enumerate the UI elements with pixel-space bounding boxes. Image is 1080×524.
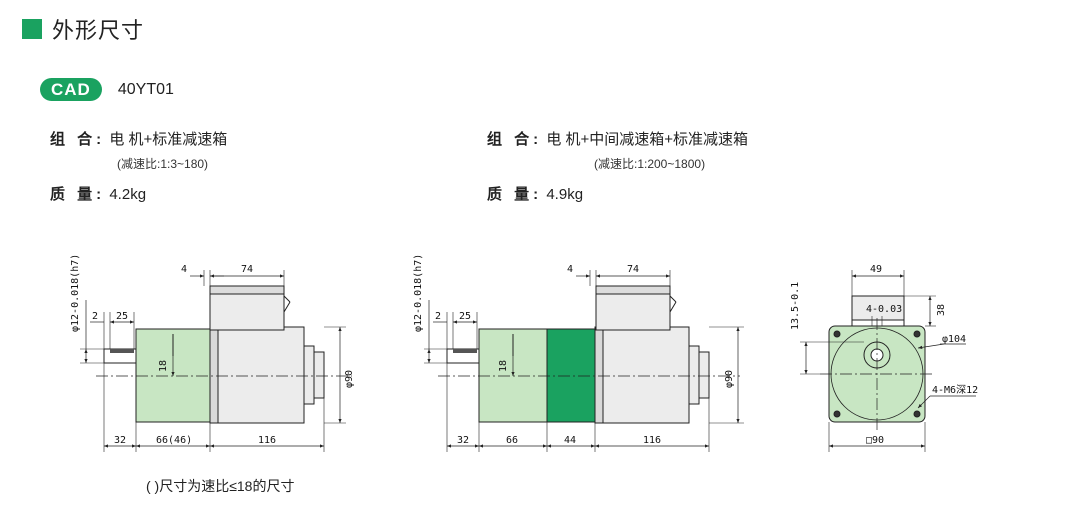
shaft-key	[453, 349, 477, 353]
terminal-box-top	[851, 295, 905, 321]
dim-2: 2	[92, 311, 98, 322]
dim-116: 116	[643, 435, 661, 446]
right-mass: 质 量: 4.9kg	[487, 183, 583, 204]
motor-body	[209, 326, 305, 424]
cad-row: CAD 40YT01	[40, 78, 174, 101]
mounting-hole	[913, 330, 921, 338]
dim-phi90: φ90	[724, 370, 735, 388]
dim-2: 2	[435, 311, 441, 322]
dim-4: 4	[567, 264, 573, 275]
dim-38: 38	[936, 304, 947, 316]
dim-32: 32	[114, 435, 126, 446]
combination-value: 电 机+标准减速箱	[109, 131, 228, 148]
dim-66-46: 66(46)	[156, 435, 192, 446]
model-number: 40YT01	[117, 80, 174, 98]
drawing-standard-gearbox	[80, 270, 352, 452]
mounting-hole	[913, 410, 921, 418]
dim-phi104: φ104	[942, 334, 966, 345]
mass-label: 质 量:	[487, 186, 543, 203]
middle-gearbox-body	[546, 328, 596, 423]
dim-49: 49	[870, 264, 882, 275]
dim-square-90: □90	[866, 435, 884, 446]
combination-value: 电 机+中间减速箱+标准减速箱	[546, 131, 749, 148]
dim-116: 116	[258, 435, 276, 446]
mass-value: 4.9kg	[546, 186, 584, 203]
left-mass: 质 量: 4.2kg	[50, 183, 146, 204]
combination-label: 组 合:	[50, 131, 106, 148]
mounting-hole	[833, 410, 841, 418]
section-header: 外形尺寸	[22, 14, 144, 44]
dim-74: 74	[241, 264, 253, 275]
dim-25: 25	[116, 311, 128, 322]
mass-value: 4.2kg	[109, 186, 147, 203]
left-ratio: (减速比:1:3~180)	[117, 157, 209, 171]
drawing-front-view	[800, 270, 976, 452]
dim-44: 44	[564, 435, 576, 446]
dim-shaft-diameter: φ12-0.018(h7)	[70, 254, 81, 332]
dim-mounting-holes: 4-M6深12	[932, 384, 978, 396]
drawing-middle-gearbox	[424, 270, 744, 452]
cad-button[interactable]: CAD	[40, 78, 102, 101]
mass-label: 质 量:	[50, 186, 106, 203]
footnote: ( )尺寸为速比≤18的尺寸	[146, 478, 295, 494]
combination-label: 组 合:	[487, 131, 543, 148]
mounting-hole	[833, 330, 841, 338]
right-ratio: (减速比:1:200~1800)	[594, 157, 706, 171]
dim-32: 32	[457, 435, 469, 446]
dim-66: 66	[506, 435, 518, 446]
dim-shaft-diameter: φ12-0.018(h7)	[413, 254, 424, 332]
dim-4: 4	[181, 264, 187, 275]
page-title: 外形尺寸	[52, 18, 145, 43]
dim-25: 25	[459, 311, 471, 322]
dim-18: 18	[498, 360, 509, 372]
motor-body	[594, 326, 690, 424]
dim-18: 18	[158, 360, 169, 372]
left-combination: 组 合: 电 机+标准减速箱	[50, 128, 227, 149]
dim-phi90: φ90	[344, 370, 355, 388]
dim-4-tolerance: 4-0.03	[866, 304, 902, 315]
shaft-key	[110, 349, 134, 353]
dim-13-5: 13.5-0.1	[790, 282, 801, 330]
title-square-icon	[22, 19, 42, 39]
dim-74: 74	[627, 264, 639, 275]
right-combination: 组 合: 电 机+中间减速箱+标准减速箱	[487, 128, 748, 149]
